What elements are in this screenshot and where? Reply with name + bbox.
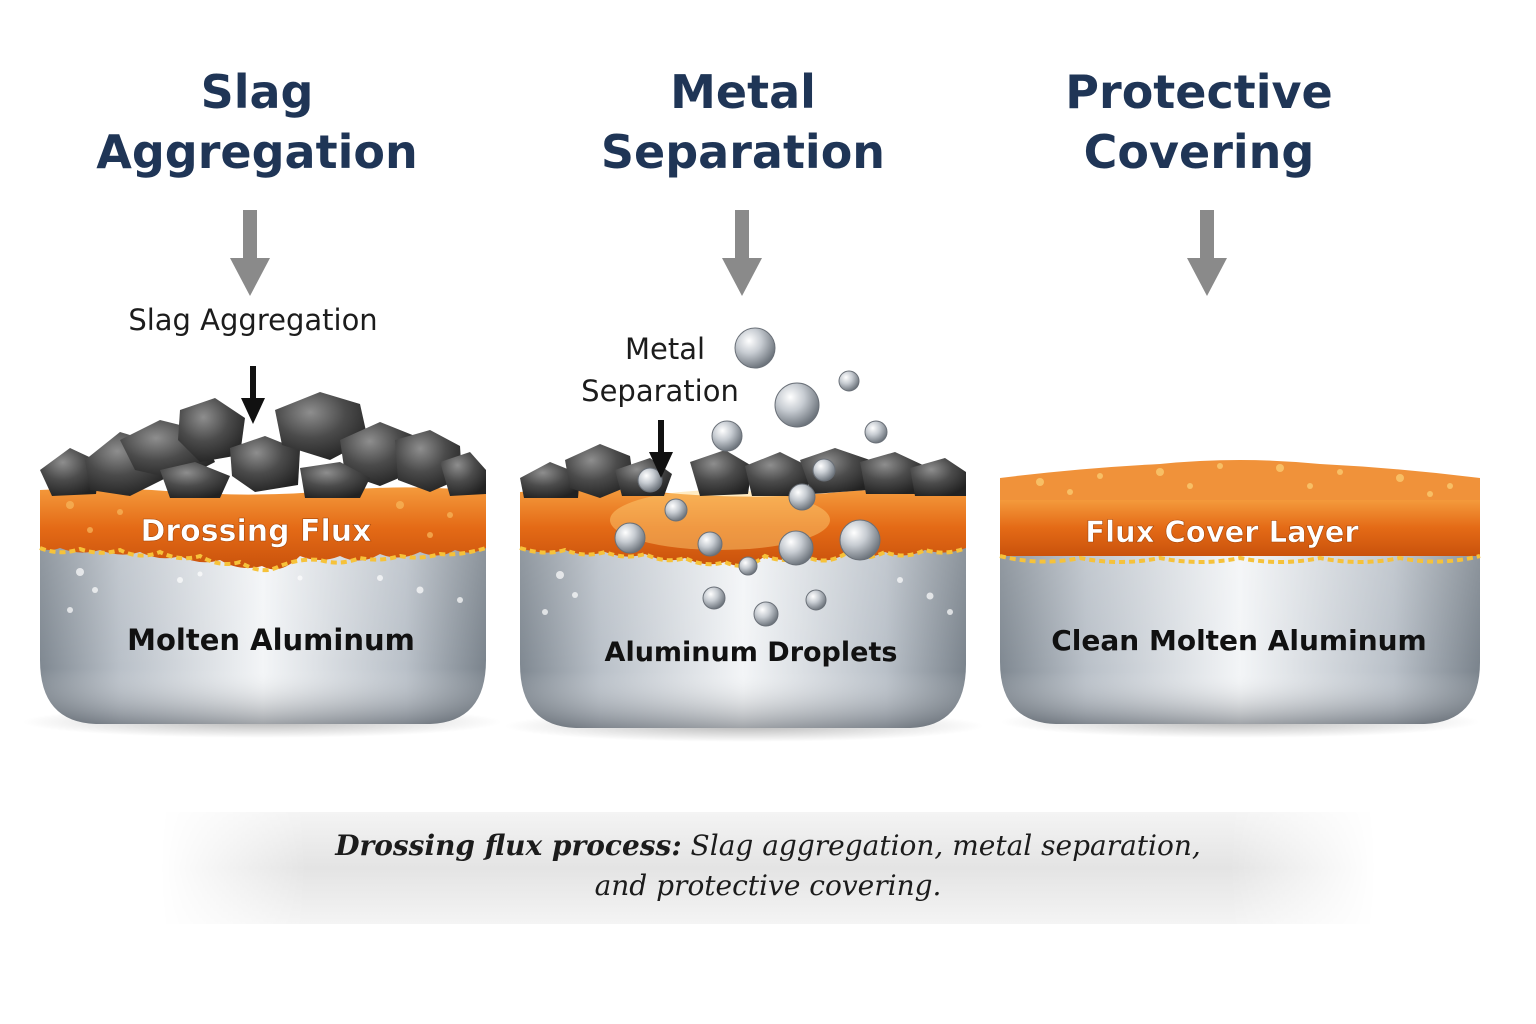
metal-label: Aluminum Droplets — [605, 637, 898, 668]
annotation-slag-aggregation: Slag Aggregation — [128, 303, 377, 337]
annotation-arrow-icon — [649, 420, 673, 478]
flux-edge — [999, 554, 1481, 564]
slag-rocks — [40, 392, 486, 498]
down-arrow-icon — [230, 210, 270, 296]
column-metal-separation: Metal Separation Aluminum Droplets — [504, 210, 984, 742]
flux-cover-band — [1000, 500, 1480, 556]
metal-label: Molten Aluminum — [127, 623, 415, 657]
down-arrow-icon — [722, 210, 762, 296]
metal-shading — [520, 540, 966, 728]
flux-speckles — [66, 501, 453, 538]
caption-bold: Drossing flux process: — [335, 829, 682, 862]
annotation-separation-line2: Separation — [581, 374, 739, 408]
heading-protective-covering: Protective Covering — [989, 62, 1409, 182]
metal-shading — [1000, 550, 1480, 724]
heading-line: Metal — [670, 65, 816, 119]
heading-line: Covering — [1083, 125, 1315, 179]
annotation-arrow-icon — [241, 366, 265, 424]
caption-line2: and protective covering. — [594, 869, 942, 902]
metal-bubbles — [542, 571, 953, 615]
column-slag-aggregation: Slag Aggregation Drossing Flux Molten Al… — [22, 210, 502, 738]
annotation-metal-line1: Metal — [625, 332, 705, 366]
slag-rocks — [520, 444, 966, 498]
aluminum-droplets — [614, 327, 888, 627]
caption-line1: Drossing flux process: Slag aggregation,… — [160, 826, 1376, 866]
process-diagram: Slag Aggregation Drossing Flux Molten Al… — [22, 210, 1481, 742]
heading-metal-separation: Metal Separation — [533, 62, 953, 182]
caption: Drossing flux process: Slag aggregation,… — [160, 826, 1376, 906]
heading-line: Protective — [1065, 65, 1333, 119]
flux-glow — [610, 490, 830, 550]
heading-line: Slag — [200, 65, 314, 119]
heading-line: Aggregation — [96, 125, 418, 179]
caption-rest: Slag aggregation, metal separation, — [681, 829, 1201, 862]
metal-shading — [40, 540, 486, 724]
heading-line: Separation — [600, 125, 886, 179]
down-arrow-icon — [1187, 210, 1227, 296]
flux-cover-label: Flux Cover Layer — [1085, 515, 1359, 549]
crust-speckles — [1036, 463, 1453, 497]
flux-label: Drossing Flux — [140, 514, 371, 549]
column-protective-covering: Flux Cover Layer Clean Molten Aluminum — [999, 210, 1481, 738]
heading-slag-aggregation: Slag Aggregation — [47, 62, 467, 182]
drossing-flux-layer — [40, 487, 486, 570]
flux-crust — [1000, 460, 1480, 502]
caption-background — [160, 812, 1376, 924]
metal-bubbles — [67, 568, 463, 613]
flux-edge — [39, 546, 487, 573]
metal-label: Clean Molten Aluminum — [1051, 624, 1426, 657]
